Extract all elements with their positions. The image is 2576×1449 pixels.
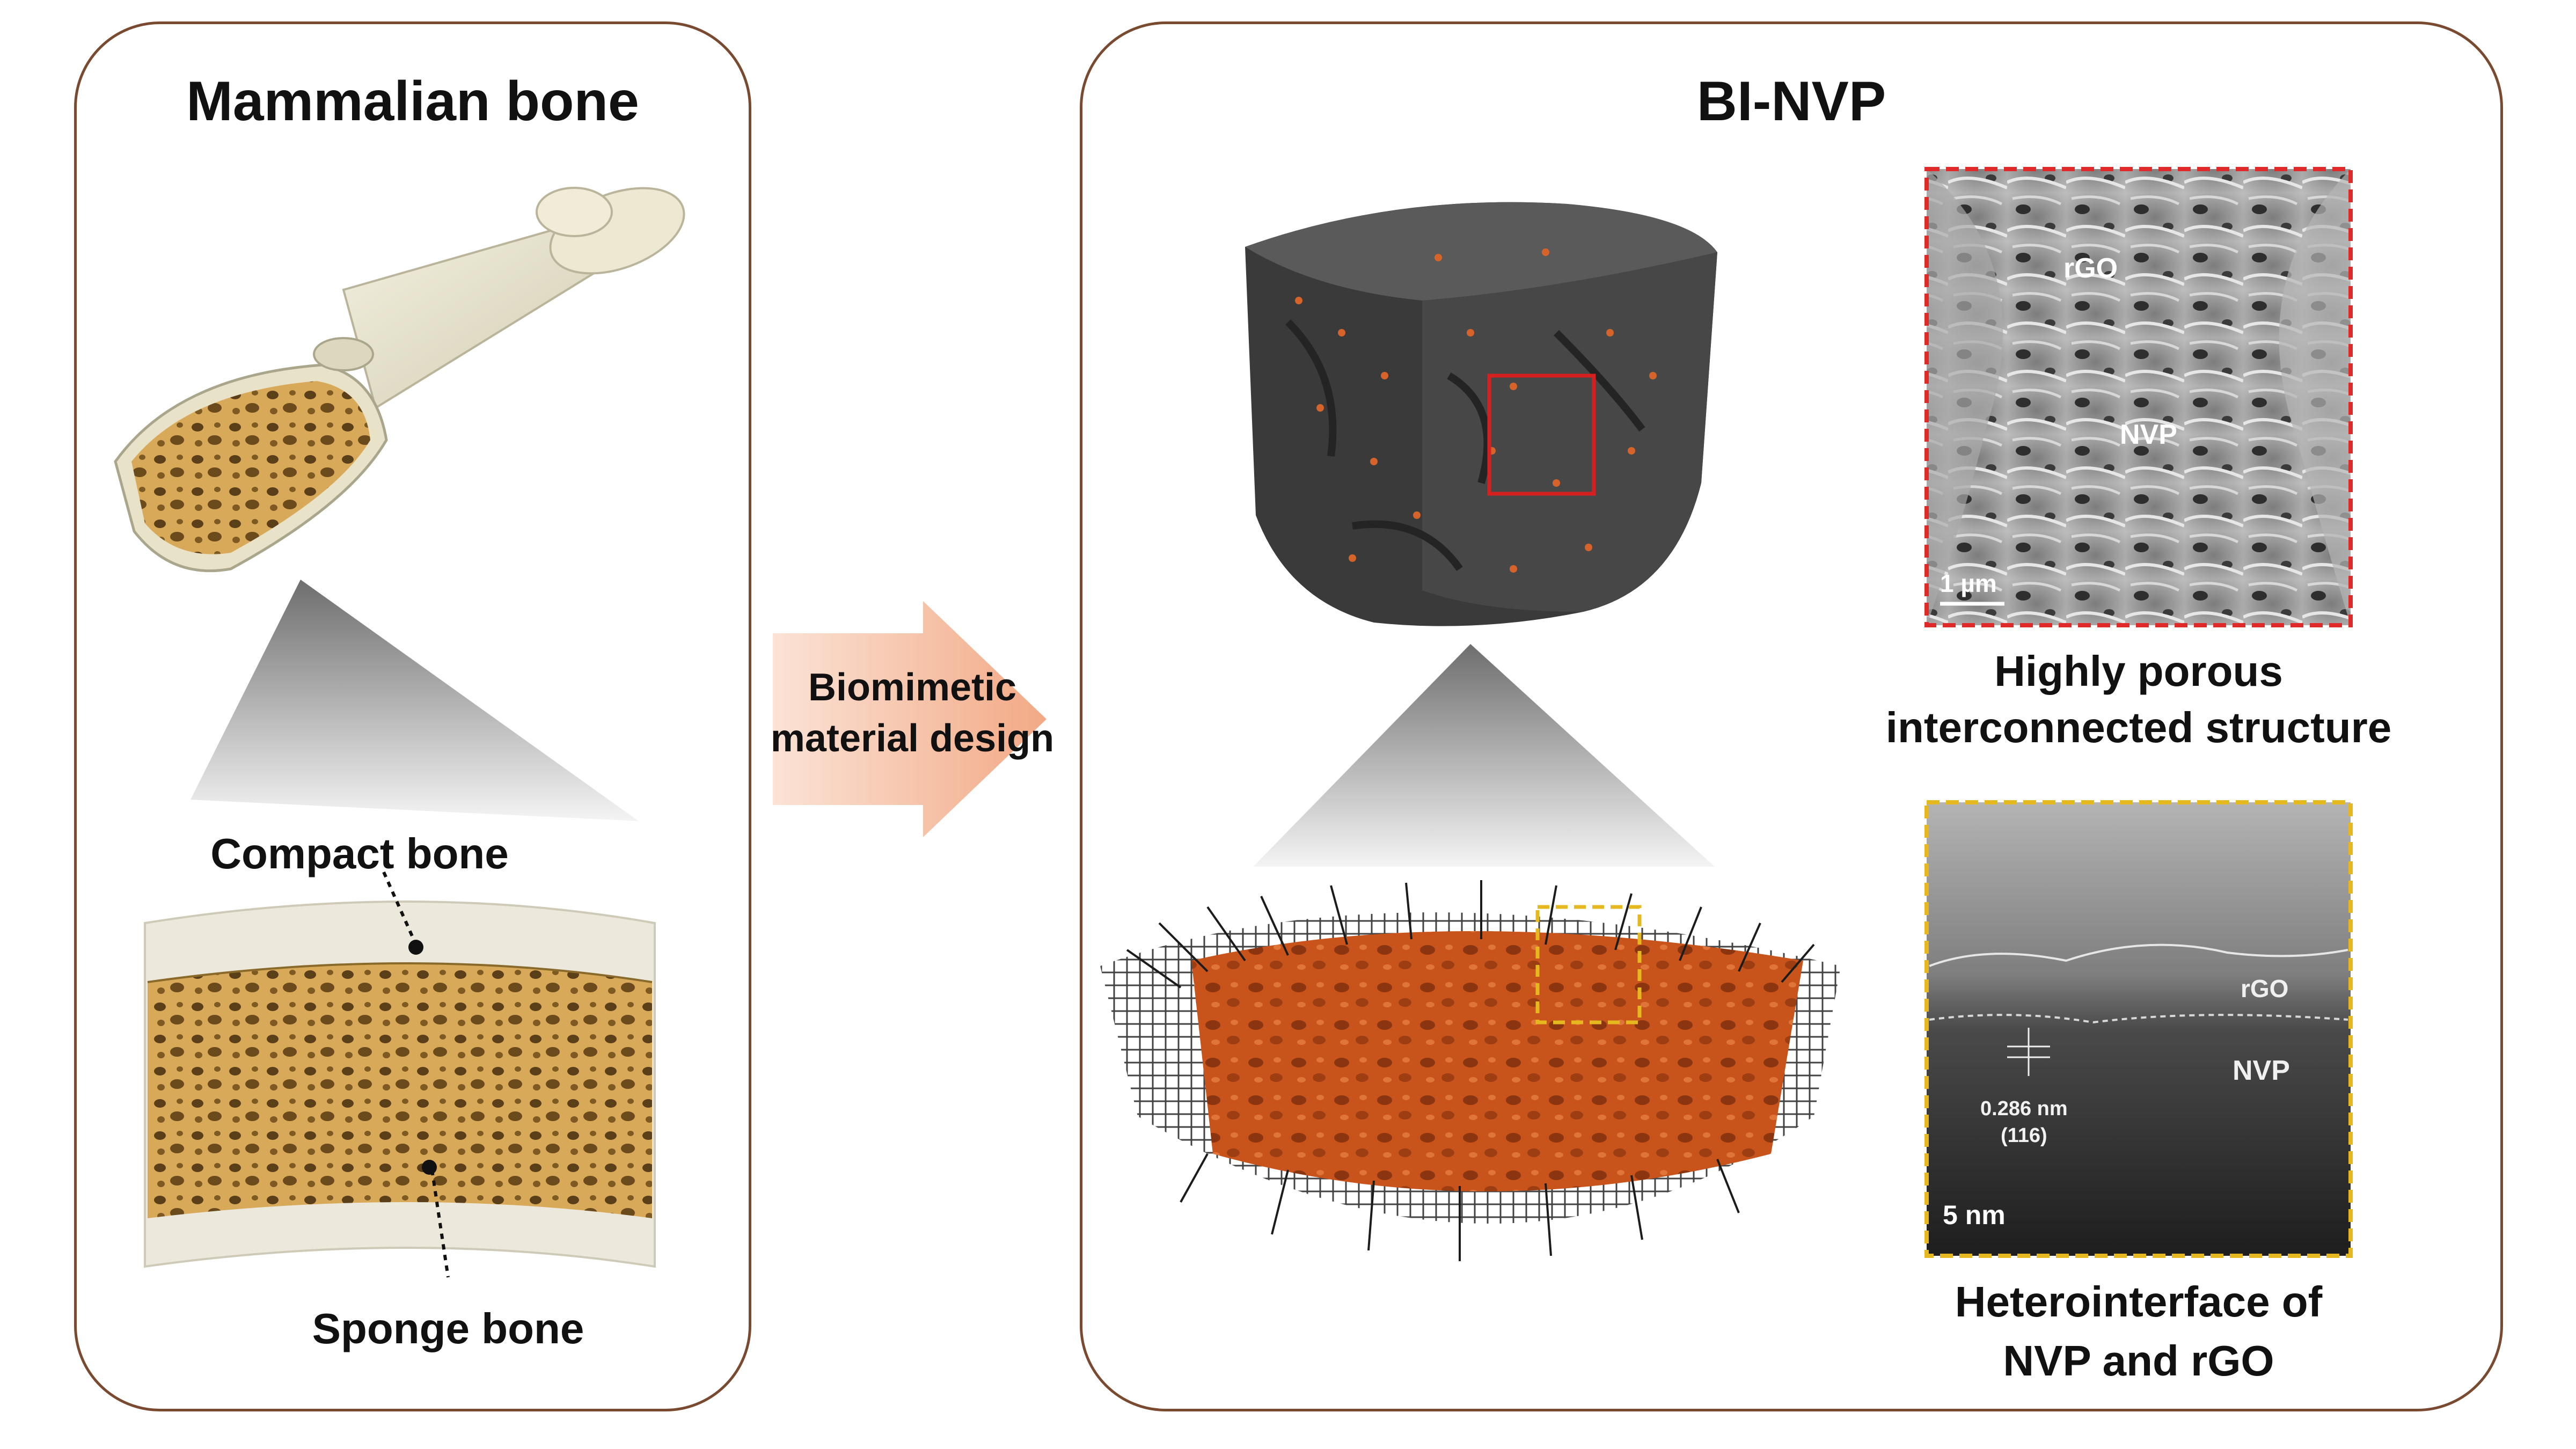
compact-pointer-line: [382, 871, 418, 946]
tem-scale-label: 5 nm: [1943, 1200, 2006, 1230]
tem-caption-line1: Heterointerface of: [1955, 1278, 2323, 1326]
sem-nvp-label: NVP: [2120, 419, 2177, 450]
tem-image: [1924, 800, 2353, 1258]
nvp-rgo-composite: [1100, 880, 1841, 1261]
magnification-cone-left: [191, 580, 639, 821]
sem-caption-line2: interconnected structure: [1885, 704, 2392, 751]
porous-3d-structure: [1245, 202, 1717, 626]
cube-zoom-box: [1487, 374, 1596, 496]
left-panel-title: Mammalian bone: [186, 70, 639, 133]
sem-caption-line1: Highly porous: [1994, 647, 2283, 695]
sem-scale-label: 1 µm: [1940, 569, 1997, 597]
arrow-label-line2: material design: [770, 717, 1055, 760]
design-arrow: [773, 601, 1046, 837]
sponge-pointer-dot: [422, 1160, 437, 1175]
tem-plane-label: (116): [2001, 1124, 2047, 1147]
sem-image: [1924, 167, 2353, 627]
compact-pointer-dot: [408, 940, 423, 955]
tem-nvp-label: NVP: [2233, 1055, 2290, 1086]
femur-bone-illustration: [114, 187, 685, 573]
tem-rgo-label: rGO: [2241, 975, 2289, 1002]
sem-rgo-label: rGO: [2063, 253, 2118, 284]
tem-caption-line2: NVP and rGO: [2003, 1337, 2274, 1385]
sponge-bone-label: Sponge bone: [312, 1305, 584, 1352]
compact-bone-label: Compact bone: [210, 830, 509, 877]
tem-spacing-label: 0.286 nm: [1980, 1097, 2068, 1120]
magnification-cone-right: [1253, 644, 1715, 867]
right-panel-title: BI-NVP: [1696, 70, 1886, 133]
arrow-label-line1: Biomimetic: [808, 666, 1017, 709]
sponge-pointer-line: [430, 1169, 450, 1278]
bone-cross-section: [144, 901, 656, 1268]
